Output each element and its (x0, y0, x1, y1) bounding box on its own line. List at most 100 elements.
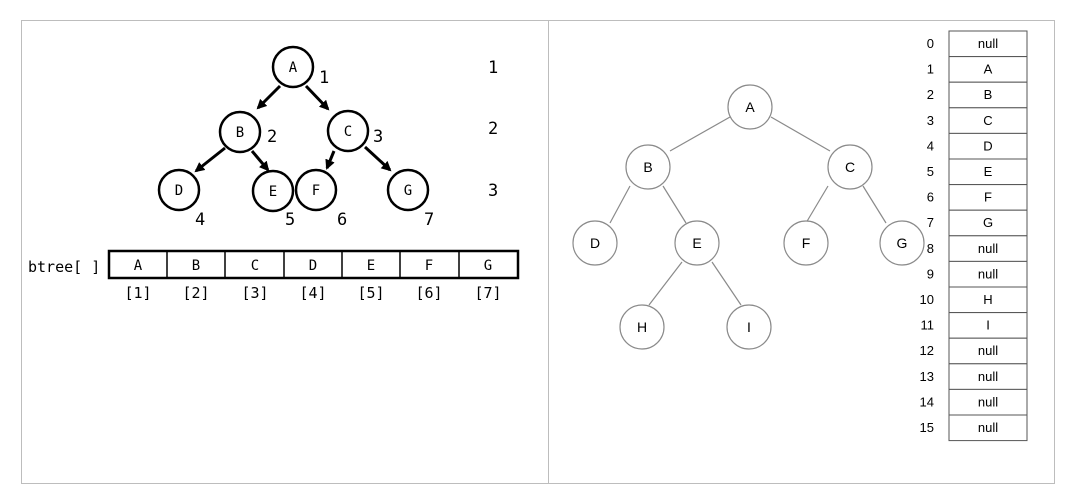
table-value: null (978, 343, 998, 358)
table-cell-box (948, 184, 1028, 211)
table-index: 0 (927, 36, 934, 51)
edge-c-f (325, 150, 336, 170)
table-cell-box (948, 363, 1028, 390)
outer-frame (21, 20, 1055, 484)
table-cell-box (948, 388, 1028, 416)
edge-a-b (256, 84, 282, 110)
table-value: A (984, 62, 993, 77)
level-number: 3 (488, 181, 498, 201)
tree-node (674, 220, 720, 266)
table-cell-box (948, 414, 1028, 442)
node-index: 1 (319, 68, 329, 88)
node-label: F (802, 235, 811, 251)
panel-divider (548, 20, 549, 484)
node-label: I (747, 319, 751, 335)
edge-a-b (669, 116, 731, 152)
node-label: D (175, 183, 183, 199)
table-index: 6 (927, 190, 934, 205)
table-cell-box (948, 107, 1028, 134)
node-index: 7 (424, 210, 434, 230)
edge-a-c (770, 116, 831, 152)
tree-node (619, 304, 665, 350)
tree-node (879, 220, 925, 266)
node-label: E (269, 184, 277, 200)
table-index: 15 (920, 420, 934, 435)
node-label: B (236, 125, 244, 141)
array-cell: C (251, 258, 259, 274)
tree-node (827, 144, 873, 190)
node-label: D (590, 235, 600, 251)
table-value: B (984, 87, 993, 102)
node-label: A (289, 60, 298, 76)
tree-node (294, 168, 338, 212)
tree-node (271, 45, 315, 89)
table-index: 4 (927, 138, 934, 153)
array-cell: F (425, 258, 433, 274)
table-value: G (983, 215, 993, 230)
table-index: 5 (927, 164, 934, 179)
array-box (107, 249, 520, 280)
table-cell-box (948, 235, 1028, 262)
array-index: [5] (357, 284, 384, 302)
array-cell: G (484, 258, 492, 274)
node-label: C (344, 124, 352, 140)
node-index: 2 (267, 127, 277, 147)
array-label: btree[ ] (28, 258, 100, 276)
array-index: [4] (299, 284, 326, 302)
table-value: null (978, 369, 998, 384)
tree-node (251, 169, 295, 213)
tree-node (218, 110, 262, 154)
edge-e-i (711, 261, 742, 306)
node-label: H (637, 319, 647, 335)
table-index: 9 (927, 266, 934, 281)
table-cell-box (948, 209, 1028, 237)
array-cell: D (309, 258, 317, 274)
tree-node (386, 168, 430, 212)
table-value: null (978, 241, 998, 256)
edge-b-d (194, 146, 226, 173)
tree-node (783, 220, 829, 266)
table-value: E (984, 164, 993, 179)
table-index: 8 (927, 241, 934, 256)
array-cell: A (134, 258, 143, 274)
table-value: null (978, 394, 998, 409)
node-label: G (897, 235, 908, 251)
table-index: 2 (927, 87, 934, 102)
node-index: 4 (195, 210, 205, 230)
tree-node (625, 144, 671, 190)
array-index: [2] (182, 284, 209, 302)
node-label: C (845, 159, 855, 175)
edge-c-g (862, 185, 887, 224)
array-index: [7] (474, 284, 501, 302)
table-index: 12 (920, 343, 934, 358)
node-label: B (643, 159, 652, 175)
node-label: F (312, 183, 320, 199)
table-index: 7 (927, 215, 934, 230)
table-cell-box (948, 286, 1028, 314)
table-index: 11 (921, 318, 935, 333)
edge-c-f (805, 185, 829, 224)
table-value: H (983, 292, 992, 307)
table-value: null (978, 420, 998, 435)
edge-e-h (648, 261, 683, 306)
table-index: 14 (920, 394, 934, 409)
tree-node (572, 220, 618, 266)
node-index: 5 (285, 210, 295, 230)
table-value: null (978, 36, 998, 51)
tree-node (727, 84, 773, 130)
edge-a-c (304, 84, 330, 111)
table-value: null (978, 266, 998, 281)
table-index: 13 (920, 369, 934, 384)
table-cell-box (948, 56, 1028, 83)
tree-node (157, 168, 201, 212)
level-number: 1 (488, 58, 498, 78)
tree-node (726, 304, 772, 350)
array-cell: E (367, 258, 375, 274)
level-number: 2 (488, 119, 498, 139)
table-cell-box (948, 337, 1028, 365)
table-value: D (983, 138, 992, 153)
node-index: 3 (373, 127, 383, 147)
table-cell-box (948, 81, 1028, 109)
array-index: [3] (241, 284, 268, 302)
